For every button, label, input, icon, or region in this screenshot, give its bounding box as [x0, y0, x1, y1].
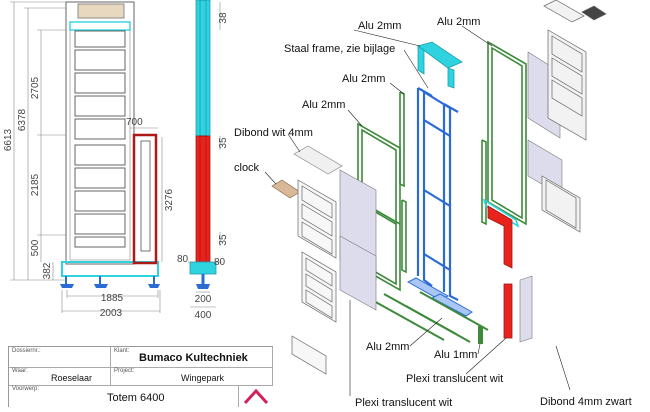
dim-side-80b: 80 [214, 257, 226, 268]
green-frame-right [481, 40, 527, 228]
dim-total-height: 6613 [3, 128, 14, 151]
dim-side-38: 38 [218, 12, 229, 24]
dim-side-80a: 80 [177, 254, 189, 265]
callout-dibond-zwart: Dibond 4mm zwart [540, 396, 632, 406]
dim-2003: 2003 [100, 308, 123, 319]
voorwerp-label: Voorwerp: [12, 386, 40, 392]
klant-value: Bumaco Kultechniek [139, 352, 248, 364]
dim-side-35a: 35 [218, 137, 229, 149]
callout-alu-1mm: Alu 1mm [434, 349, 477, 361]
dim-2705: 2705 [30, 76, 41, 99]
white-panels-left [291, 179, 337, 375]
callout-dibond-wit: Dibond wit 4mm [234, 127, 313, 139]
project-label: Project: [114, 368, 135, 374]
front-red-panel [132, 133, 158, 265]
project-value: Wingepark [181, 373, 225, 383]
front-panels-bottom [74, 144, 126, 248]
logo-chevron-icon [243, 388, 269, 405]
dim-6378: 6378 [17, 108, 28, 131]
waar-label: Waar: [12, 368, 28, 374]
callout-staal-frame: Staal frame, zie bijlage [284, 43, 395, 55]
dim-382: 382 [42, 262, 53, 279]
front-elevation: 6613 6378 2705 2185 500 382 700 3276 188… [3, 1, 175, 319]
clock-part [271, 179, 301, 199]
dim-side-200: 200 [195, 294, 212, 305]
callout-alu-2mm-5: Alu 2mm [366, 341, 409, 353]
front-panels-top [74, 30, 126, 140]
callout-alu-2mm-4: Alu 2mm [302, 99, 345, 111]
company-logo [239, 385, 273, 407]
dim-500: 500 [30, 239, 41, 256]
title-block: Dossiernr.: Klant: Bumaco Kultechniek Wa… [8, 346, 273, 407]
dim-700: 700 [126, 117, 143, 128]
dim-2185: 2185 [30, 173, 41, 196]
exploded-view: Alu 2mm Alu 2mm Staal frame, zie bijlage… [234, 0, 632, 406]
dim-3276: 3276 [164, 188, 175, 211]
callout-alu-2mm-1: Alu 2mm [358, 20, 401, 32]
dim-1885: 1885 [101, 293, 124, 304]
front-clock-panel [77, 3, 125, 19]
waar-value: Roeselaar [51, 373, 93, 383]
steel-frame [416, 87, 459, 301]
klant-label: Klant: [114, 348, 130, 354]
callout-clock: clock [234, 162, 260, 174]
panels-top-right [541, 0, 607, 233]
voorwerp-value: Totem 6400 [107, 392, 165, 404]
callout-plexi-2: Plexi translucent wit [355, 397, 452, 406]
dim-side-400: 400 [195, 310, 212, 321]
dossier-label: Dossiernr.: [12, 348, 41, 354]
callout-alu-2mm-3: Alu 2mm [342, 73, 385, 85]
side-elevation: 38 35 35 80 80 200 400 [177, 0, 229, 321]
dim-side-35b: 35 [218, 234, 229, 246]
callout-alu-2mm-2: Alu 2mm [437, 16, 480, 28]
callout-plexi-1: Plexi translucent wit [406, 373, 503, 385]
